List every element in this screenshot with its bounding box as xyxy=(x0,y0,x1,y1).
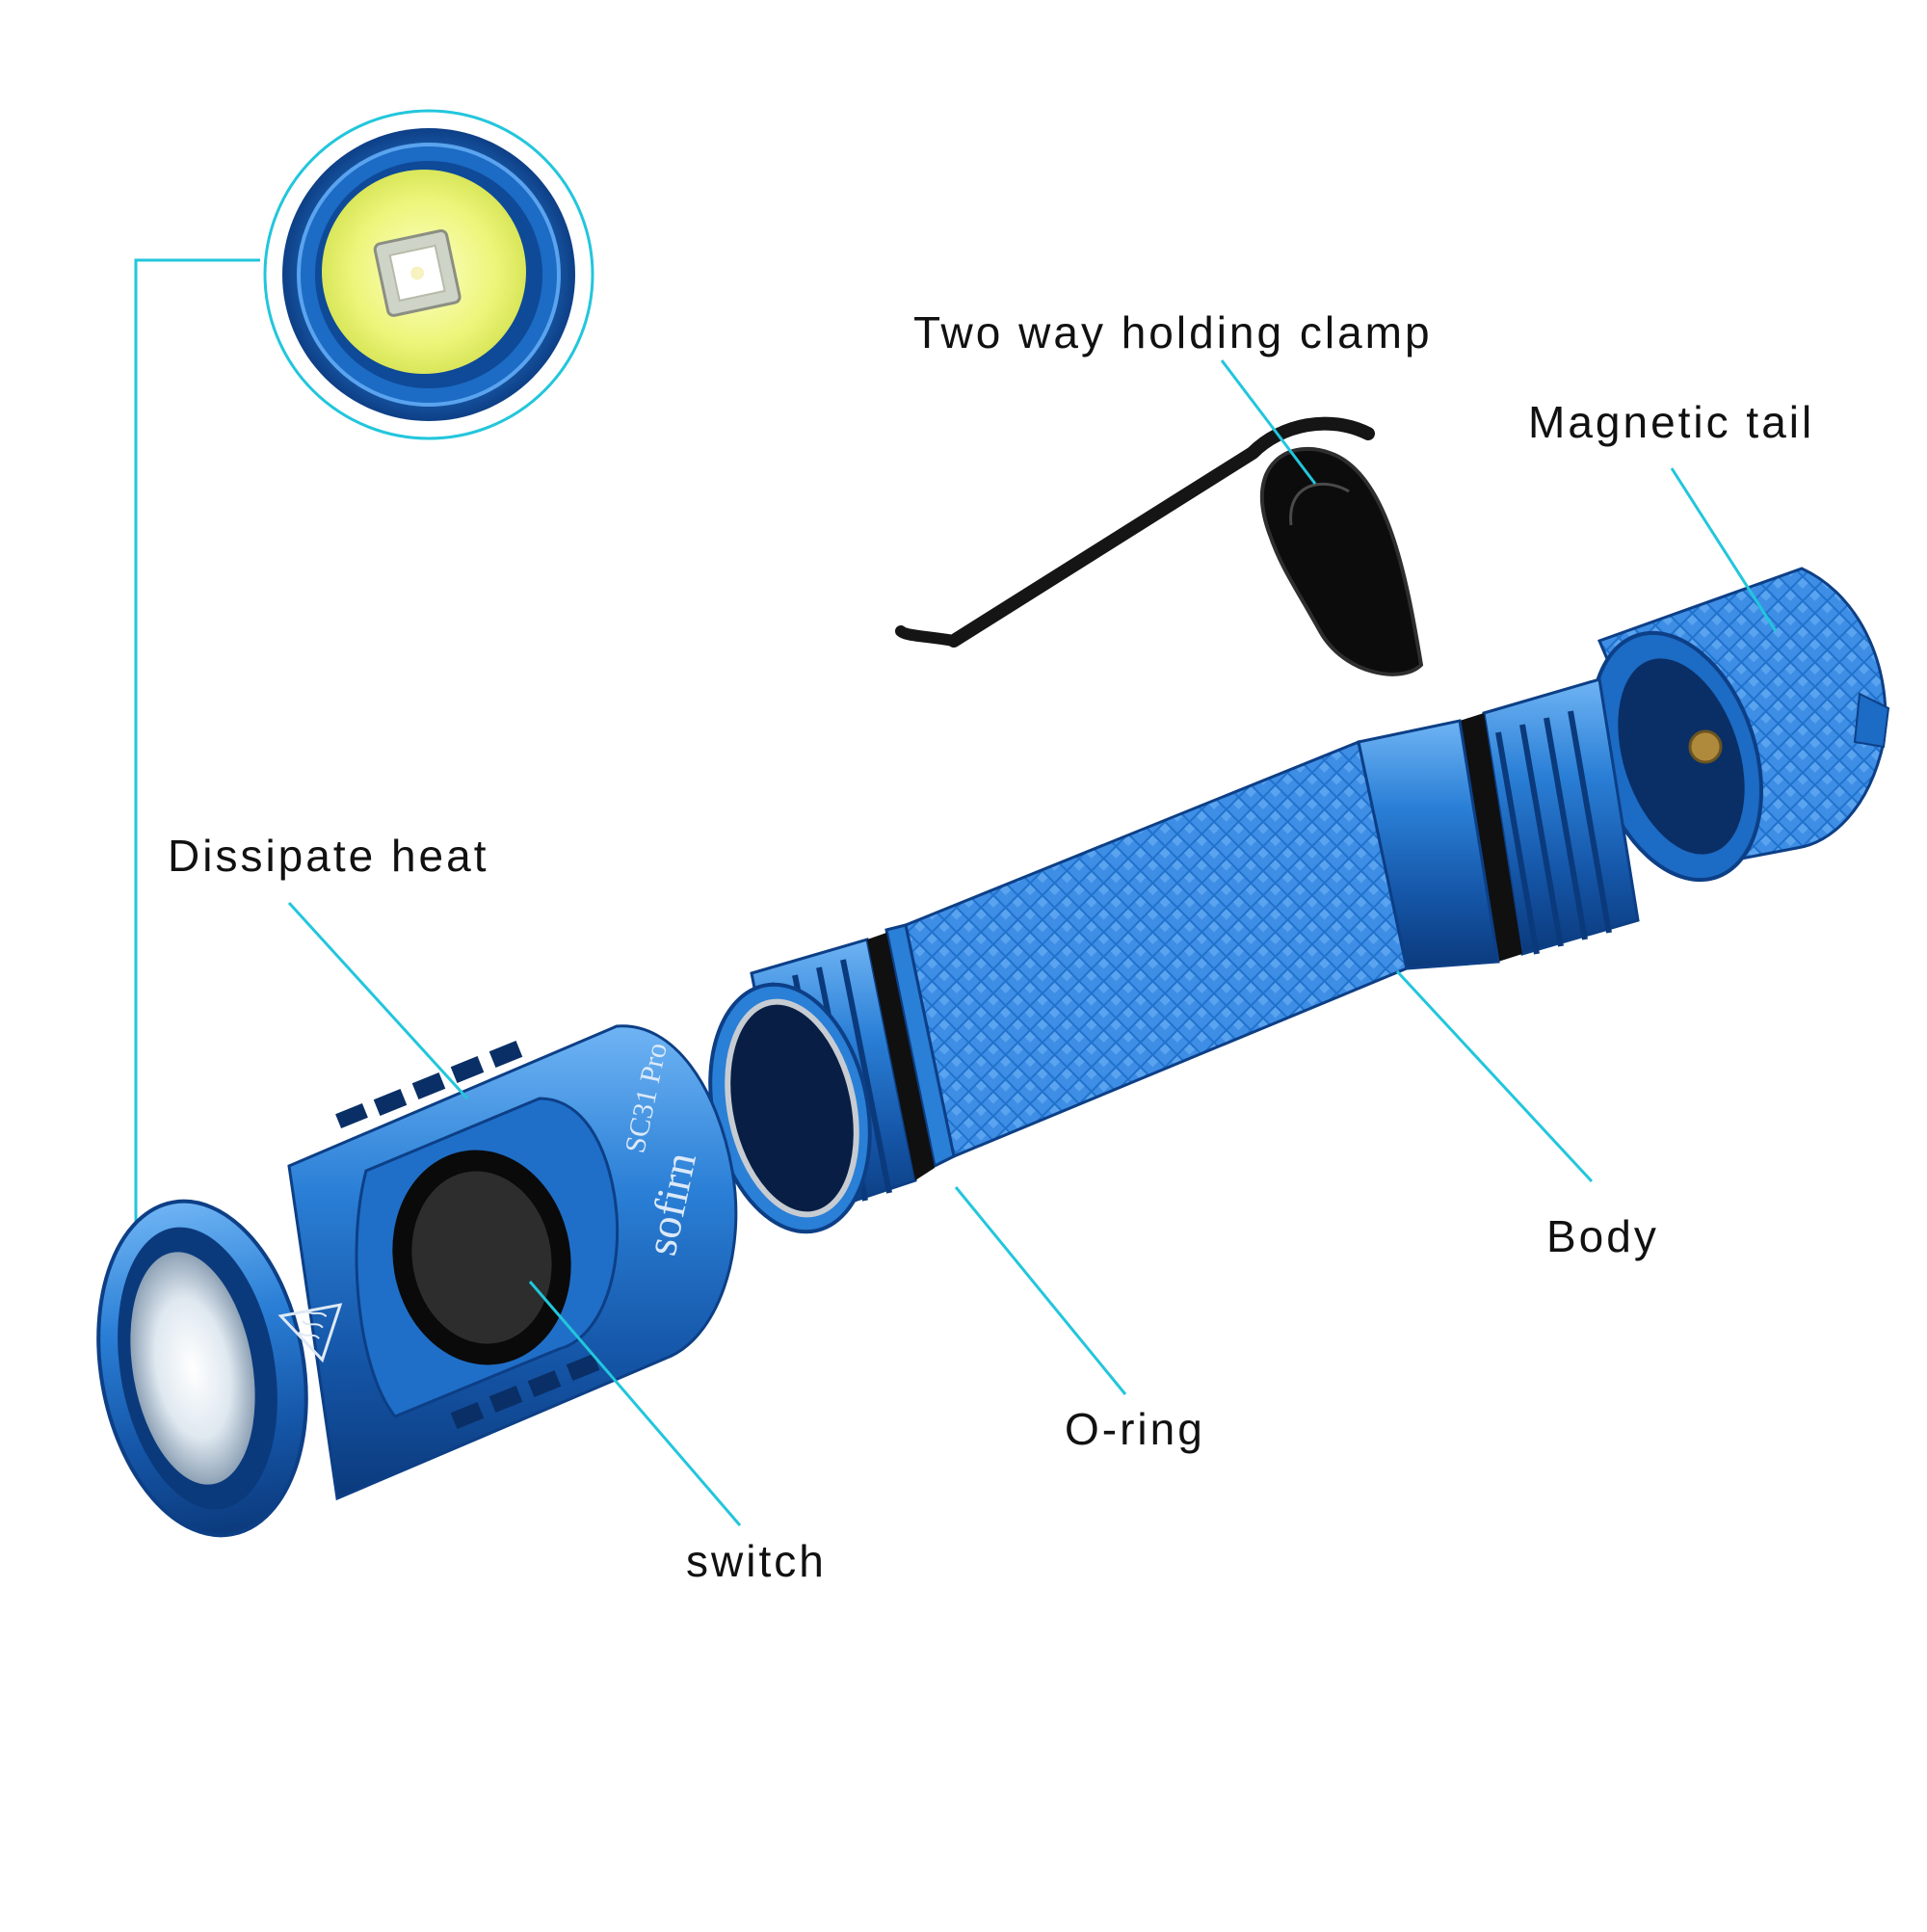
o-ring-left xyxy=(867,933,935,1180)
clamp-label: Two way holding clamp xyxy=(913,307,1433,357)
tail-leader-line xyxy=(1670,467,1778,632)
heat-label: Dissipate heat xyxy=(168,831,489,881)
inset-leader-line xyxy=(134,258,260,1363)
cooling-fins xyxy=(335,1041,600,1429)
led-emitter-icon xyxy=(373,229,462,317)
oring-label: O-ring xyxy=(1065,1404,1205,1454)
heat-leader-line xyxy=(287,901,469,1100)
clamp-leader-line xyxy=(1220,359,1317,485)
tail-label: Magnetic tail xyxy=(1528,397,1815,447)
oring-leader-line xyxy=(954,1186,1127,1395)
leader-lines xyxy=(287,359,1778,1526)
switch-button-icon[interactable] xyxy=(376,1136,588,1380)
body-leader-line xyxy=(1395,969,1594,1183)
lens xyxy=(130,1252,255,1485)
holding-clamp xyxy=(895,416,1424,676)
body-label: Body xyxy=(1546,1211,1659,1261)
switch-label: switch xyxy=(686,1536,827,1586)
flashlight-head: sofirn SC31 Pro xyxy=(96,1024,738,1538)
flashlight-body xyxy=(708,677,1640,1234)
head-closeup-inset xyxy=(263,109,594,440)
magnetic-tail-cap xyxy=(1589,567,1890,883)
switch-leader-line xyxy=(528,1281,742,1526)
o-ring-right xyxy=(1460,713,1522,962)
hot-surface-warning-icon xyxy=(277,1303,343,1363)
